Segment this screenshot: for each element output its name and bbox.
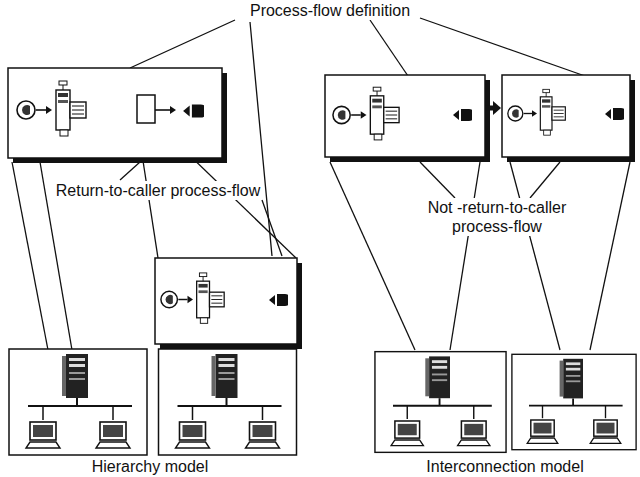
- diagram-title-label: Process-flow definition: [248, 1, 412, 20]
- process-flow-box: [502, 75, 635, 162]
- model-caption: Hierarchy model: [90, 457, 210, 476]
- process-flow-box: [155, 258, 302, 349]
- process-flow-box: [8, 68, 227, 163]
- callout-label: Not -return-to-caller process-flow: [403, 198, 592, 236]
- network-panel: [9, 349, 147, 455]
- network-panel: [159, 349, 297, 455]
- network-panel: [375, 352, 506, 453]
- callout-label: Return-to-caller process-flow: [54, 181, 263, 200]
- flow-arrow: [485, 101, 501, 115]
- process-flow-box: [325, 75, 490, 162]
- network-panel: [512, 354, 636, 449]
- model-caption: Interconnection model: [424, 457, 585, 476]
